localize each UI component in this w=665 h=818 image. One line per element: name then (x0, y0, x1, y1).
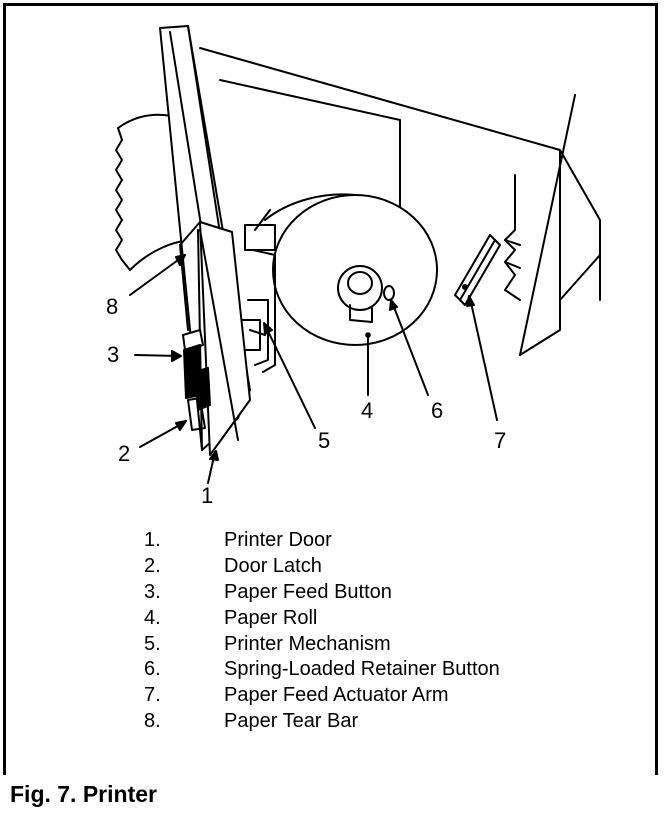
legend-item: 2. Door Latch (144, 554, 500, 580)
paper-roll (254, 193, 438, 346)
legend-label: Paper Feed Actuator Arm (224, 684, 449, 707)
callout-3: 3 (107, 342, 120, 367)
legend-label: Printer Door (224, 529, 332, 552)
legend-item: 7. Paper Feed Actuator Arm (144, 683, 500, 709)
legend-label: Paper Tear Bar (224, 709, 359, 732)
callout-4: 4 (361, 398, 374, 423)
legend-list: 1. Printer Door 2. Door Latch 3. Paper Feed… (144, 528, 500, 734)
legend-number: 2. (144, 555, 161, 578)
legend-number: 3. (144, 580, 161, 603)
legend-number: 7. (144, 684, 161, 707)
feed-button-and-latch (182, 329, 211, 431)
figure-frame (3, 3, 658, 775)
callout-8: 8 (106, 294, 119, 319)
legend-number: 4. (144, 606, 161, 629)
legend-item: 6. Spring-Loaded Retainer Button (144, 657, 500, 683)
legend-label: Paper Roll (224, 606, 318, 629)
printer-door (159, 25, 251, 456)
legend-number: 8. (144, 709, 161, 732)
actuator-arm (454, 234, 501, 306)
legend-label: Spring-Loaded Retainer Button (224, 658, 500, 681)
legend-number: 5. (144, 632, 161, 655)
callout-2: 2 (118, 441, 131, 466)
legend-number: 6. (144, 658, 161, 681)
legend-item: 3. Paper Feed Button (144, 580, 500, 606)
legend-label: Paper Feed Button (224, 580, 392, 603)
legend-label: Door Latch (224, 555, 322, 578)
callout-5: 5 (318, 428, 331, 453)
callout-leaders (129, 254, 498, 484)
legend-item: 4. Paper Roll (144, 605, 500, 631)
legend-number: 1. (144, 529, 161, 552)
callout-7: 7 (494, 428, 507, 453)
callout-6: 6 (431, 398, 444, 423)
legend-item: 1. Printer Door (144, 528, 500, 554)
legend-item: 8. Paper Tear Bar (144, 709, 500, 735)
figure-caption: Fig. 7. Printer (10, 781, 157, 807)
legend-item: 5. Printer Mechanism (144, 631, 500, 657)
callout-1: 1 (201, 483, 214, 508)
legend-label: Printer Mechanism (224, 632, 391, 655)
